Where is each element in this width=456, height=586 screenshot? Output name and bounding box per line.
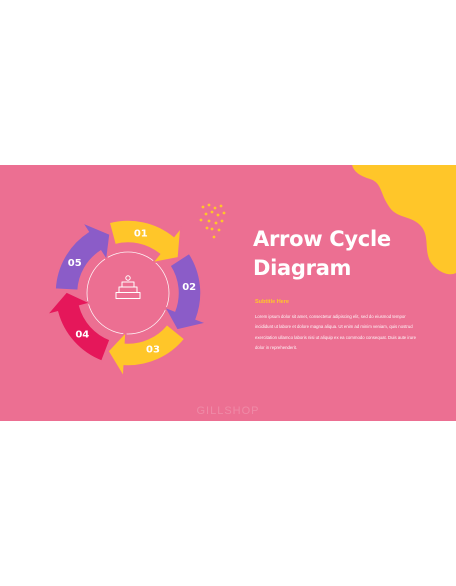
cake-icon — [115, 275, 141, 299]
title-line-1: Arrow Cycle — [253, 227, 391, 251]
yellow-blob-shape — [352, 165, 456, 275]
cycle-arrow-step-05 — [54, 220, 111, 292]
cycle-arrow-step-03 — [107, 323, 186, 380]
step-label-05: 05 — [68, 258, 82, 269]
cycle-arrow-step-04 — [44, 291, 112, 363]
step-label-01: 01 — [134, 228, 148, 239]
step-label-04: 04 — [75, 330, 89, 341]
title-line-2: Diagram — [253, 256, 352, 280]
inner-ring — [86, 251, 170, 335]
cycle-arrow-step-01 — [108, 219, 182, 264]
step-label-03: 03 — [146, 345, 160, 356]
subtitle: Subtitle Here — [255, 299, 289, 305]
decorative-dots — [199, 203, 226, 239]
body-text: Lorem ipsum dolor sit amet, consectetur … — [255, 314, 416, 350]
watermark: GILLSHOP — [196, 405, 260, 417]
cycle-arrow-step-02 — [162, 252, 209, 331]
slide: 01 02 03 04 05 Arrow Cycle Diagram Subtitle … — [0, 165, 456, 421]
slide-title: Arrow Cycle Diagram — [253, 225, 443, 283]
arrow-cycle-diagram: 01 02 03 04 05 — [44, 203, 226, 380]
step-label-02: 02 — [182, 282, 196, 293]
